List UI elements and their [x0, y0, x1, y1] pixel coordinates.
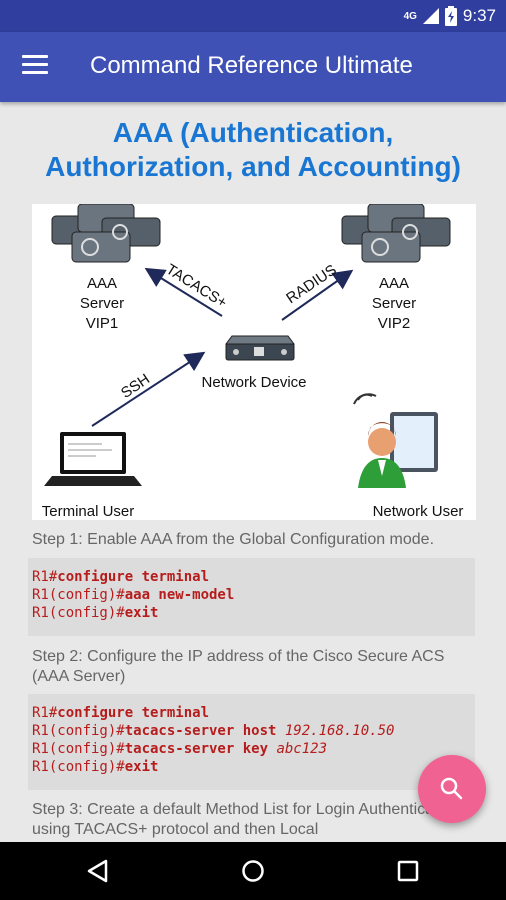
- server1-line3: VIP1: [86, 315, 119, 332]
- battery-icon: [444, 6, 457, 26]
- status-bar: 4G 9:37: [0, 0, 506, 32]
- server2-line1: AAA: [379, 275, 409, 292]
- hamburger-menu-icon[interactable]: [22, 55, 48, 77]
- recents-icon[interactable]: [397, 860, 419, 882]
- network-device-label: Network Device: [201, 374, 306, 391]
- code-block-1: R1#configure terminal R1(config)#aaa new…: [28, 558, 475, 636]
- page-title-line1: AAA (Authentication,: [112, 117, 394, 148]
- home-icon[interactable]: [241, 859, 265, 883]
- content-scroll[interactable]: AAA (Authentication, Authorization, and …: [0, 102, 506, 842]
- status-icons: 4G 9:37: [404, 6, 496, 26]
- code-line: R1(config)#exit: [32, 759, 159, 775]
- code-line: R1#configure terminal: [32, 569, 210, 585]
- code-line: R1(config)#tacacs-server key abc123: [32, 741, 328, 757]
- terminal-user-label: Terminal User: [42, 503, 135, 520]
- network-user-icon: [353, 393, 438, 488]
- code-line: R1#configure terminal: [32, 705, 210, 721]
- server2-line3: VIP2: [378, 315, 411, 332]
- clock: 9:37: [462, 6, 496, 25]
- app-bar: Command Reference Ultimate: [0, 32, 506, 102]
- aaa-server-vip2-icon: [341, 203, 451, 263]
- navigation-bar: [0, 842, 506, 900]
- step-2-text: Step 2: Configure the IP address of the …: [32, 648, 445, 685]
- network-user-label: Network User: [373, 503, 464, 520]
- ssh-arrow: [91, 351, 206, 427]
- code-line: R1(config)#aaa new-model: [32, 587, 235, 603]
- network-device-icon: [225, 335, 295, 361]
- server2-line2: Server: [372, 295, 416, 312]
- radius-arrow: [281, 269, 354, 321]
- aaa-server-vip1-icon: [51, 203, 161, 263]
- server1-line2: Server: [80, 295, 124, 312]
- search-icon: [440, 777, 463, 800]
- page-title: AAA (Authentication, Authorization, and …: [0, 116, 506, 184]
- search-fab-button[interactable]: [418, 755, 486, 823]
- server1-line1: AAA: [87, 275, 117, 292]
- code-line: R1(config)#exit: [32, 605, 159, 621]
- laptop-icon: [44, 432, 142, 486]
- aaa-diagram: AAA Server VIP1 AAA Server VIP2 TACACS+ …: [32, 203, 476, 520]
- step-3-text: Step 3: Create a default Method List for…: [32, 801, 465, 838]
- tacacs-arrow: [144, 267, 223, 317]
- step-1-text: Step 1: Enable AAA from the Global Confi…: [32, 531, 435, 548]
- back-icon[interactable]: [86, 859, 110, 883]
- code-block-2: R1#configure terminal R1(config)#tacacs-…: [28, 694, 475, 790]
- page-title-line2: Authorization, and Accounting): [45, 151, 461, 182]
- signal-label: 4G: [403, 10, 417, 22]
- signal-icon: [422, 8, 439, 24]
- app-title: Command Reference Ultimate: [90, 52, 413, 79]
- code-line: R1(config)#tacacs-server host 192.168.10…: [32, 723, 395, 739]
